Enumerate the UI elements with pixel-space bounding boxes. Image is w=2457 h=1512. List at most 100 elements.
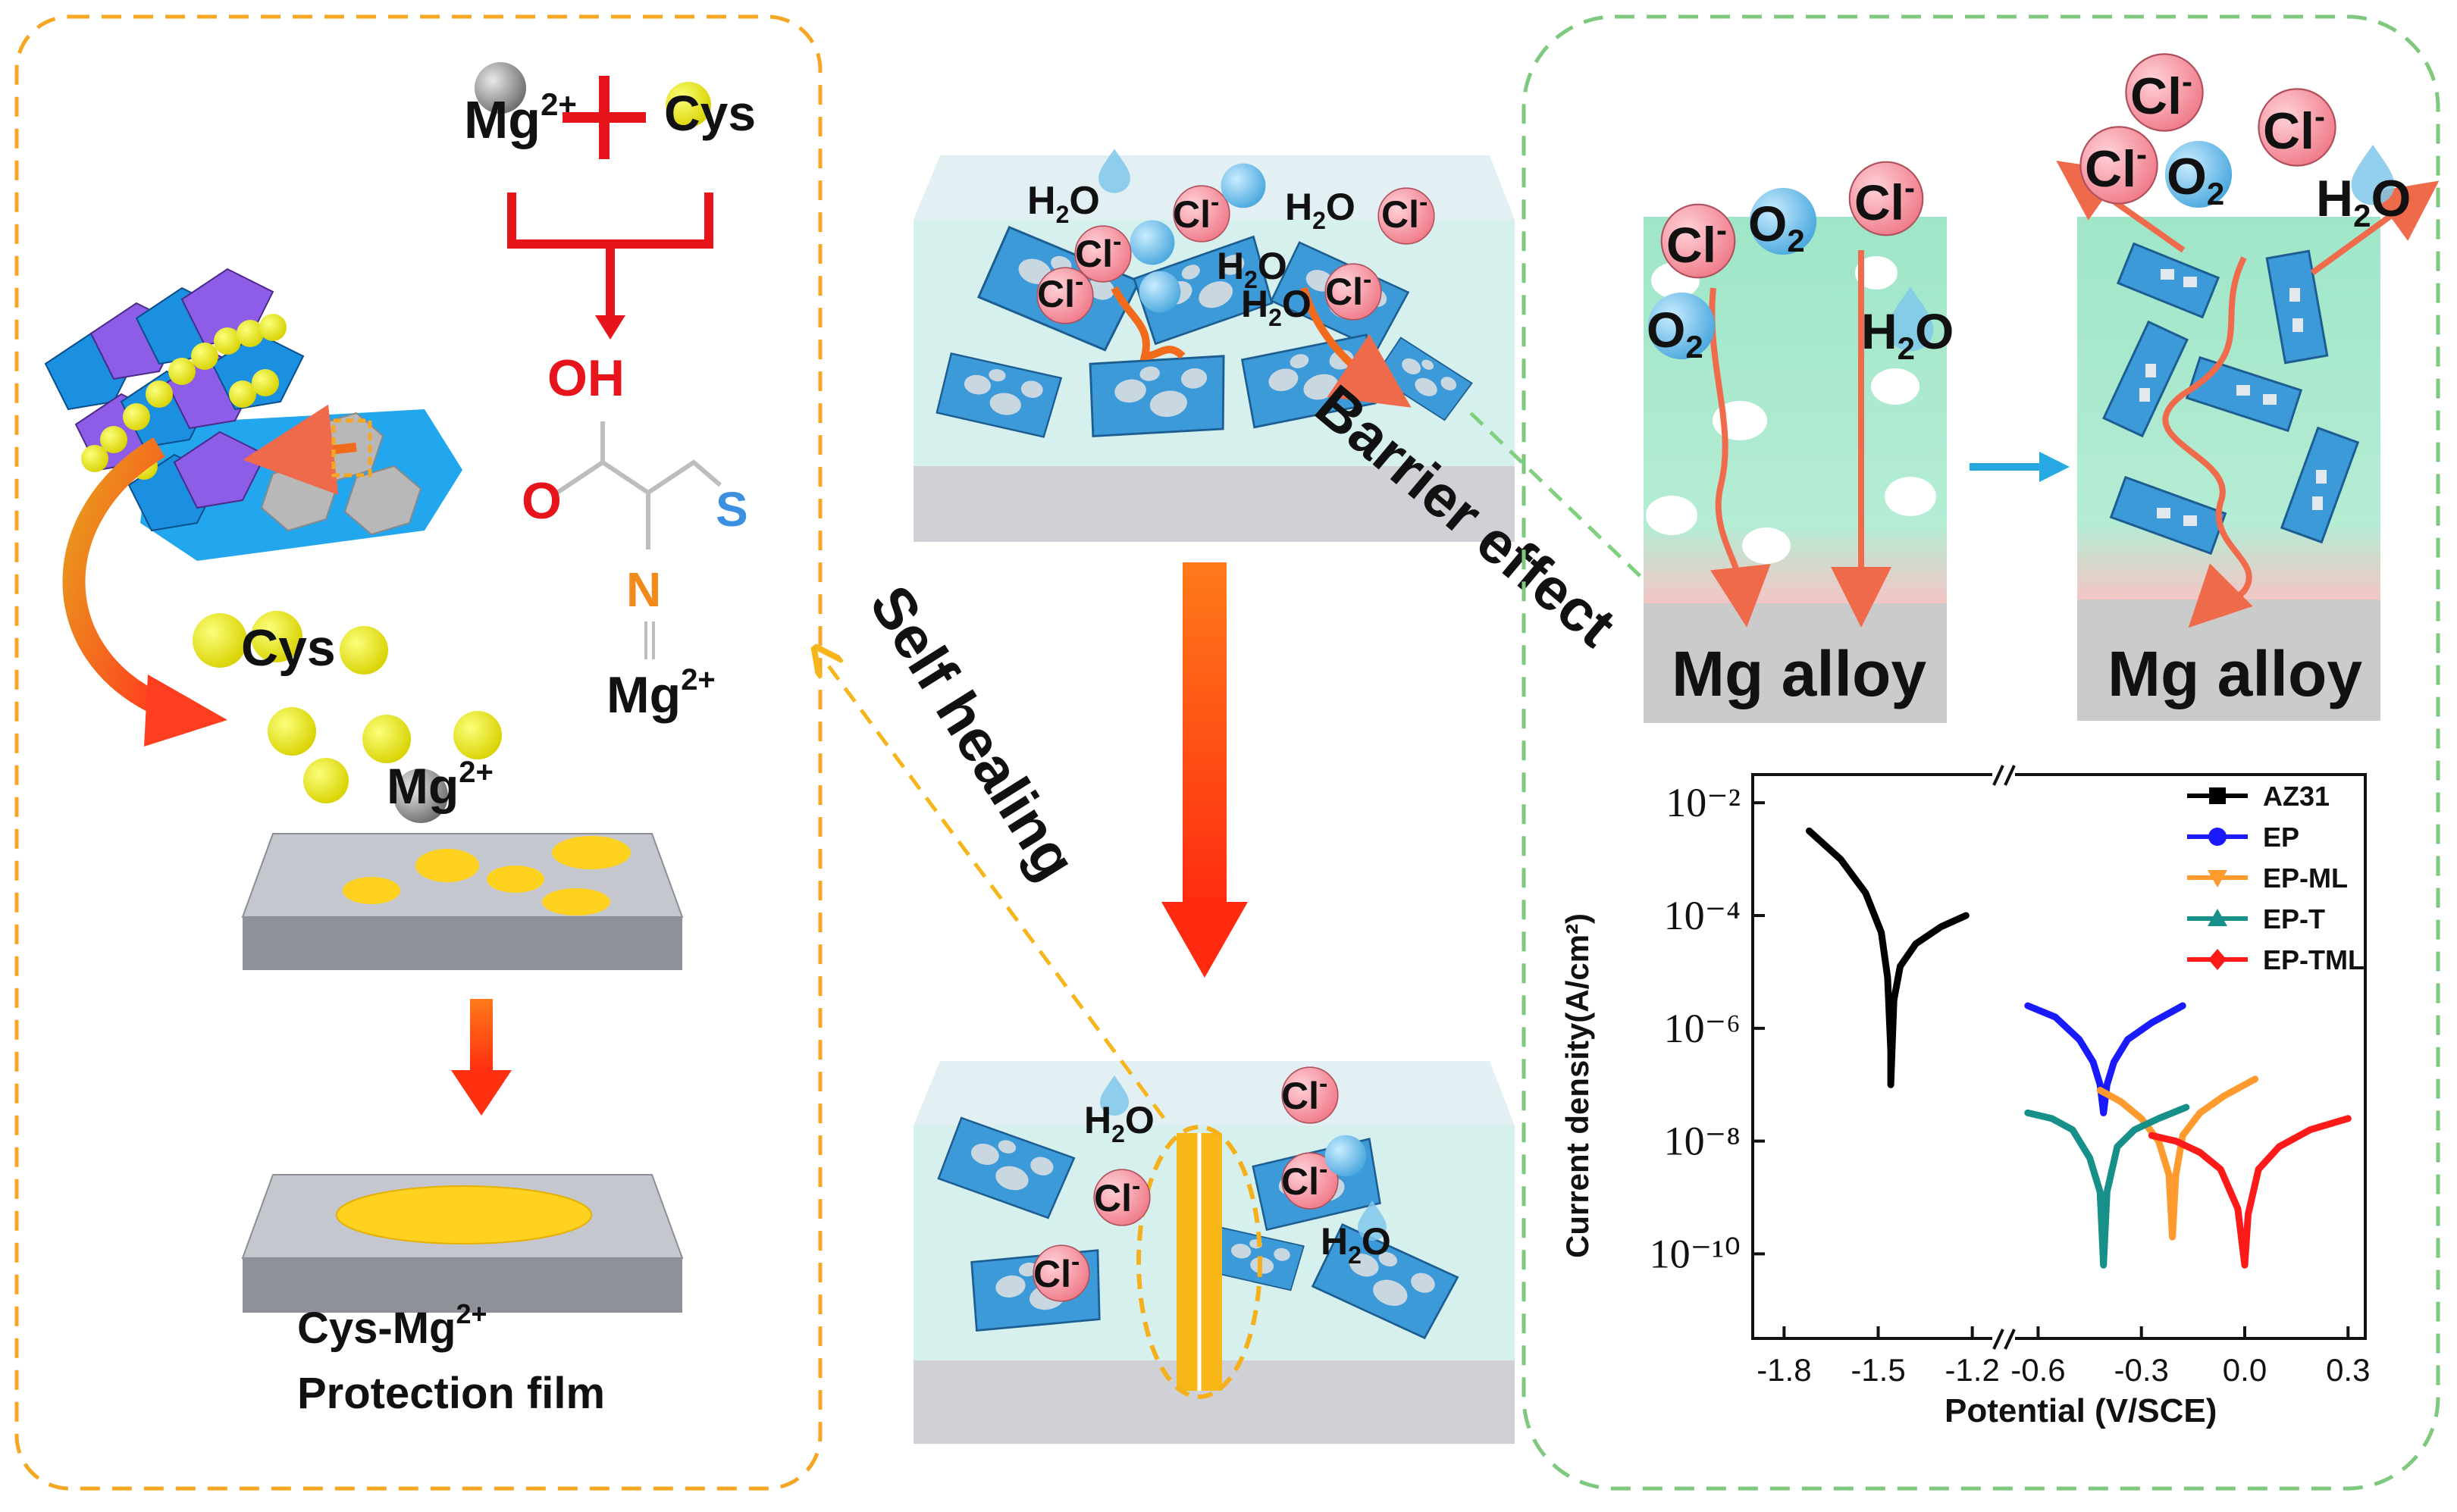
center-panel: H2O Cl- H2O H2O H2O Cl- Cl- Cl- Cl- bbox=[823, 149, 1672, 1444]
alloy2-cl-a: Cl- bbox=[2130, 64, 2192, 125]
molecule-oh: OH bbox=[547, 349, 625, 407]
x-axis-label: Potential (V/SCE) bbox=[1945, 1392, 2217, 1429]
center-arrow-shaft bbox=[1183, 562, 1227, 911]
alloy1-cl-b: Cl- bbox=[1854, 170, 1915, 230]
free-mg-label: Mg2+ bbox=[387, 756, 494, 814]
legend-label: AZ31 bbox=[2263, 781, 2330, 812]
chart-frame bbox=[1751, 773, 2367, 1340]
release-curved-arrow bbox=[62, 437, 165, 715]
alloy-block-barrier: Cl- Cl- Cl- O2 H2O Mg alloy bbox=[2056, 53, 2440, 721]
alloy-block-plain: Cl- Cl- O2 O2 H2O Mg alloy bbox=[1644, 161, 1954, 723]
species-h2o-4: H2O bbox=[1241, 283, 1312, 331]
cysteine-bead-icon bbox=[666, 82, 711, 127]
species-cl-3: Cl- bbox=[1075, 227, 1121, 275]
series-line-ep-tml bbox=[2148, 1115, 2352, 1269]
axis-break-bottom bbox=[1992, 1328, 2016, 1351]
substrate-with-film bbox=[241, 1174, 684, 1313]
chart-series bbox=[1806, 827, 2352, 1269]
legend-marker bbox=[2208, 870, 2227, 887]
left-panel-border bbox=[14, 14, 823, 1491]
self-healing-arrow bbox=[823, 658, 1166, 1119]
legend-label: EP-TML bbox=[2263, 944, 2365, 975]
cys-cluster-label: Cys bbox=[241, 619, 336, 677]
species-cl-9: Cl- bbox=[1281, 1155, 1327, 1203]
magnesium-ion-icon bbox=[393, 769, 448, 823]
center-arrow-head bbox=[1161, 902, 1248, 978]
alloy1-o2-a: O2 bbox=[1748, 196, 1805, 258]
series-line-ep-ml bbox=[2096, 1075, 2259, 1241]
legend-label: EP-T bbox=[2263, 903, 2325, 934]
crack-highlight bbox=[1136, 1125, 1262, 1399]
species-cl-8: Cl- bbox=[1281, 1069, 1327, 1117]
mg-alloy-label-right: Mg alloy bbox=[2108, 638, 2362, 709]
alloy2-cl-b: Cl- bbox=[2263, 99, 2325, 160]
right-panel-border bbox=[1522, 14, 2440, 1491]
species-cl-5: Cl- bbox=[1325, 265, 1371, 313]
barrier-effect-arrow bbox=[1469, 412, 1672, 606]
down-arrow-head bbox=[451, 1070, 512, 1116]
x-tick-label: 0.3 bbox=[2326, 1352, 2370, 1388]
series-line-ep-t bbox=[2024, 1103, 2190, 1269]
reaction-arrow-head bbox=[595, 315, 625, 340]
y-axis-label: Current density(A/cm²) bbox=[1559, 913, 1595, 1258]
ldh-nanosheet bbox=[44, 268, 462, 561]
cys-cluster: Cys bbox=[193, 611, 388, 677]
down-arrow-shaft bbox=[470, 999, 493, 1075]
x-tick-label: -0.6 bbox=[2010, 1352, 2065, 1388]
y-tick-label: 10⁻¹⁰ bbox=[1650, 1231, 1741, 1276]
release-arrow bbox=[243, 404, 357, 496]
species-h2o-6: H2O bbox=[1321, 1220, 1391, 1269]
right-panel: Cl- Cl- O2 O2 H2O Mg alloy bbox=[1522, 14, 2440, 1491]
species-cl-1: Cl- bbox=[1173, 188, 1219, 236]
plus-sign bbox=[563, 76, 646, 159]
species-h2o-3: H2O bbox=[1217, 245, 1287, 293]
alloy2-h2o: H2O bbox=[2316, 170, 2411, 233]
legend-label: EP bbox=[2263, 822, 2299, 853]
species-h2o-2: H2O bbox=[1285, 186, 1355, 234]
self-healing-label: Self healing bbox=[857, 574, 1090, 891]
mg-alloy-label-left: Mg alloy bbox=[1672, 638, 1926, 709]
legend-marker bbox=[2208, 828, 2227, 846]
substrate-with-spots bbox=[241, 833, 684, 970]
molecule-s: S bbox=[716, 482, 748, 537]
x-tick-label: -1.8 bbox=[1757, 1352, 1811, 1388]
y-tick-label: 10⁻⁶ bbox=[1664, 1006, 1741, 1051]
x-tick-label: 0.0 bbox=[2223, 1352, 2267, 1388]
y-tick-label: 10⁻⁴ bbox=[1664, 893, 1741, 938]
coated-slab-top: H2O Cl- H2O H2O H2O Cl- Cl- Cl- Cl- bbox=[914, 149, 1515, 542]
film-label-line2: Protection film bbox=[297, 1369, 605, 1418]
legend-marker bbox=[2209, 787, 2226, 804]
cys-mg-molecule: OH O S N Mg2+ bbox=[522, 349, 748, 724]
alloy1-cl-a: Cl- bbox=[1666, 212, 1727, 273]
molecule-o: O bbox=[522, 472, 562, 530]
species-h2o-5: H2O bbox=[1084, 1099, 1155, 1147]
y-tick-label: 10⁻² bbox=[1666, 780, 1741, 825]
species-h2o-1: H2O bbox=[1027, 179, 1100, 228]
molecule-mg-label: Mg2+ bbox=[606, 663, 716, 724]
tafel-chart: 10⁻²10⁻⁴10⁻⁶10⁻⁸10⁻¹⁰ -1.8-1.5-1.2-0.6-0… bbox=[1559, 764, 2370, 1429]
species-cl-4: Cl- bbox=[1037, 268, 1083, 315]
protection-film bbox=[336, 1185, 592, 1244]
series-line-az31 bbox=[1806, 827, 1970, 1088]
reaction-bracket bbox=[507, 193, 713, 318]
coated-slab-bottom: H2O Cl- Cl- Cl- Cl- H2O bbox=[914, 1061, 1515, 1444]
species-cl-7: Cl- bbox=[1033, 1247, 1080, 1295]
series-line-ep bbox=[2024, 1002, 2186, 1116]
left-panel: Mg2+ Cys OH O S N Mg2+ bbox=[14, 14, 823, 1491]
axis-break-top bbox=[1992, 764, 2016, 787]
legend-marker bbox=[2208, 949, 2227, 970]
alloy1-h2o: H2O bbox=[1861, 303, 1954, 366]
y-tick-label: 10⁻⁸ bbox=[1664, 1119, 1741, 1164]
x-tick-label: -1.5 bbox=[1851, 1352, 1905, 1388]
molecule-n: N bbox=[626, 562, 661, 617]
alloy1-o2-b: O2 bbox=[1647, 302, 1703, 365]
free-species bbox=[268, 707, 502, 803]
x-tick-label: -0.3 bbox=[2114, 1352, 2169, 1388]
legend-label: EP-ML bbox=[2263, 862, 2348, 894]
film-label-line1: Cys-Mg2+ bbox=[297, 1298, 487, 1353]
cysteine-bead-icon bbox=[193, 613, 247, 668]
legend-marker bbox=[2208, 909, 2227, 926]
